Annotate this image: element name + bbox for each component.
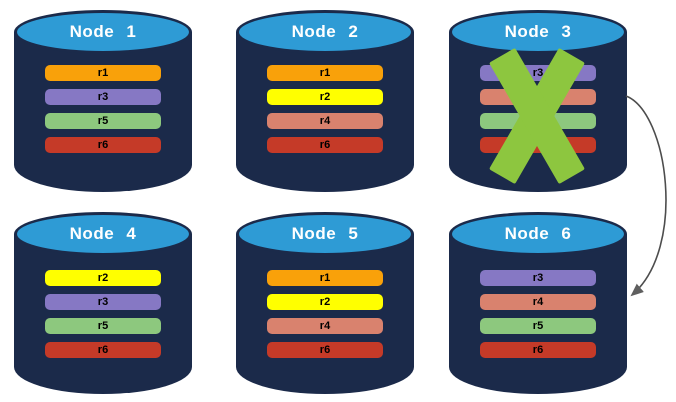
replica-bar: r2 bbox=[45, 270, 161, 286]
node-3: Node 3 r3 r4 r5 r6 bbox=[449, 10, 627, 192]
node-4-replicas: r2 r3 r5 r6 bbox=[45, 270, 161, 366]
node-2-cylinder-top: Node 2 bbox=[236, 10, 414, 54]
node-title: Node 4 bbox=[69, 224, 137, 243]
replica-bar: r6 bbox=[480, 342, 596, 358]
replica-bar: r5 bbox=[45, 113, 161, 129]
node-1-cylinder-top: Node 1 bbox=[14, 10, 192, 54]
node-4: Node 4 r2 r3 r5 r6 bbox=[14, 212, 192, 394]
node-title: Node 1 bbox=[69, 22, 137, 41]
node-6: Node 6 r3 r4 r5 r6 bbox=[449, 212, 627, 394]
node-6-replicas: r3 r4 r5 r6 bbox=[480, 270, 596, 366]
replica-bar: r6 bbox=[267, 342, 383, 358]
failure-x-icon bbox=[487, 47, 587, 185]
replica-bar: r4 bbox=[480, 294, 596, 310]
node-6-cylinder-body bbox=[449, 234, 627, 394]
node-1-cylinder-body bbox=[14, 32, 192, 192]
replica-bar: r6 bbox=[267, 137, 383, 153]
node-title: Node 5 bbox=[291, 224, 359, 243]
replica-bar: r1 bbox=[267, 270, 383, 286]
node-4-cylinder-body bbox=[14, 234, 192, 394]
node-4-cylinder-top: Node 4 bbox=[14, 212, 192, 256]
replica-bar: r3 bbox=[480, 270, 596, 286]
replica-bar: r2 bbox=[267, 294, 383, 310]
replica-bar: r3 bbox=[45, 89, 161, 105]
node-2: Node 2 r1 r2 r4 r6 bbox=[236, 10, 414, 192]
replica-bar: r2 bbox=[267, 89, 383, 105]
replica-bar: r6 bbox=[45, 342, 161, 358]
replica-bar: r1 bbox=[267, 65, 383, 81]
replica-bar: r4 bbox=[267, 113, 383, 129]
replica-bar: r4 bbox=[267, 318, 383, 334]
node-3-cylinder-top: Node 3 bbox=[449, 10, 627, 54]
replica-bar: r1 bbox=[45, 65, 161, 81]
node-5-cylinder-body bbox=[236, 234, 414, 394]
replica-bar: r6 bbox=[45, 137, 161, 153]
node-5-cylinder-top: Node 5 bbox=[236, 212, 414, 256]
node-1-replicas: r1 r3 r5 r6 bbox=[45, 65, 161, 161]
node-5: Node 5 r1 r2 r4 r6 bbox=[236, 212, 414, 394]
replica-bar: r5 bbox=[480, 318, 596, 334]
node-1: Node 1 r1 r3 r5 r6 bbox=[14, 10, 192, 192]
node-2-cylinder-body bbox=[236, 32, 414, 192]
node-title: Node 2 bbox=[291, 22, 359, 41]
replica-bar: r5 bbox=[45, 318, 161, 334]
node-6-cylinder-top: Node 6 bbox=[449, 212, 627, 256]
node-5-replicas: r1 r2 r4 r6 bbox=[267, 270, 383, 366]
node-2-replicas: r1 r2 r4 r6 bbox=[267, 65, 383, 161]
replica-bar: r3 bbox=[45, 294, 161, 310]
node-title: Node 6 bbox=[504, 224, 572, 243]
node-title: Node 3 bbox=[504, 22, 572, 41]
